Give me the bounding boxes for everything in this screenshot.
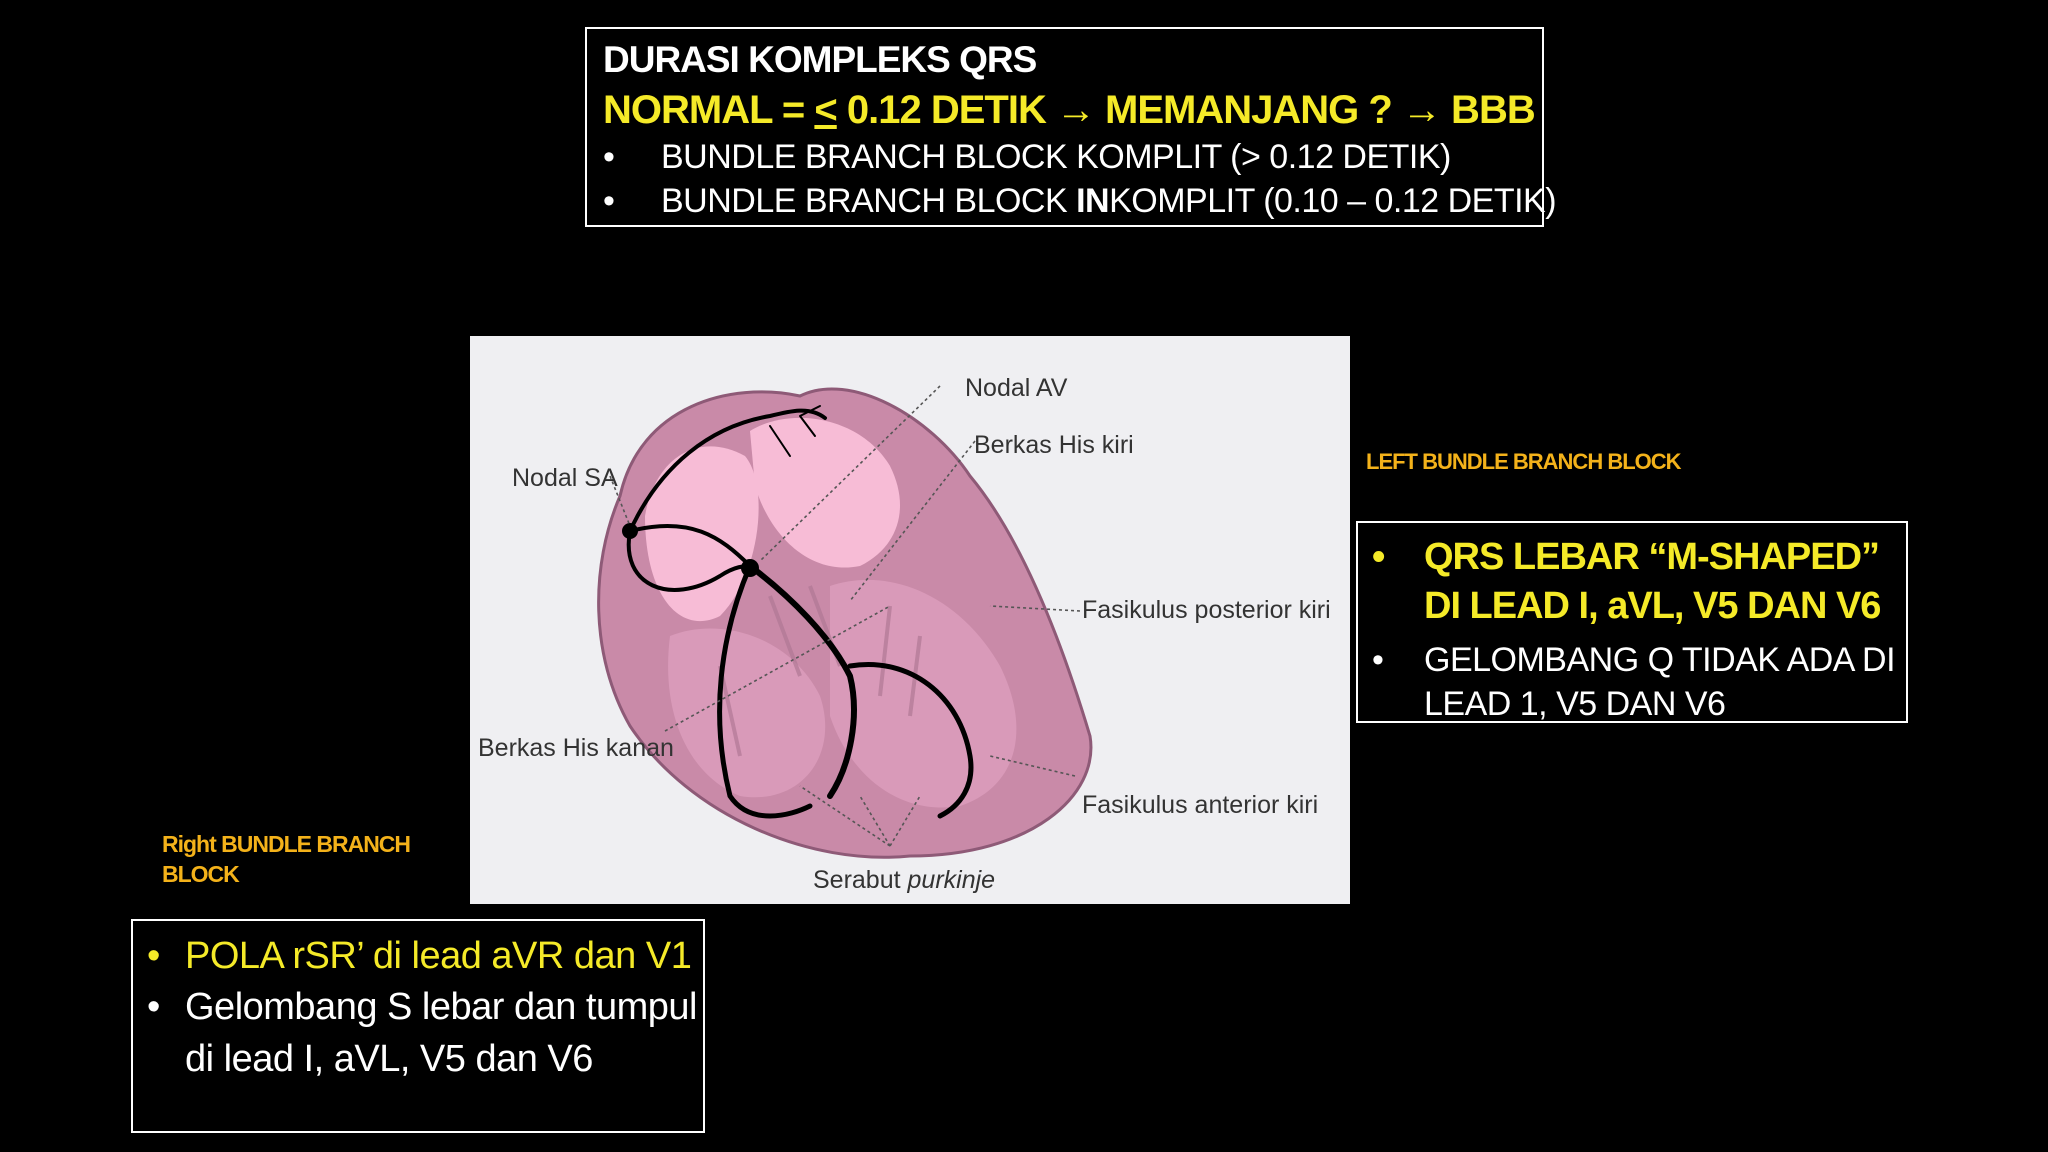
less-equal-symbol: < [814, 88, 837, 132]
label-serabut: Serabut [813, 866, 908, 894]
label-serabut-purkinje: Serabut purkinje [813, 866, 995, 894]
heart-atrium-left [750, 417, 900, 568]
lbbb-label: LEFT BUNDLE BRANCH BLOCK [1366, 449, 1682, 474]
normal-prefix: NORMAL = [603, 88, 815, 132]
heart-ventricle-right [668, 628, 826, 798]
qrs-duration-title: DURASI KOMPLEKS QRS [603, 39, 1037, 80]
bbb-inkomplit-text-a: BUNDLE BRANCH BLOCK [661, 182, 1077, 220]
label-fasikulus-posterior: Fasikulus posterior kiri [1082, 596, 1331, 624]
rbbb-bullet-2: • Gelombang S lebar dan tumpul di lead I… [147, 982, 705, 1085]
normal-duration-line: NORMAL = < 0.12 DETIK → MEMANJANG ? → BB… [603, 90, 1542, 130]
label-purkinje: purkinje [907, 866, 996, 894]
bbb-inkomplit-text-c: KOMPLIT (0.10 – 0.12 DETIK) [1109, 182, 1557, 220]
normal-rest: 0.12 DETIK → MEMANJANG ? → BBB [836, 88, 1536, 132]
lbbb-bullet-1-text: QRS LEBAR “M-SHAPED” DI LEAD I, aVL, V5 … [1424, 536, 1881, 628]
rbbb-box: • POLA rSR’ di lead aVR dan V1 • Gelomba… [131, 919, 705, 1133]
bbb-komplit-text: BUNDLE BRANCH BLOCK KOMPLIT (> 0.12 DETI… [661, 138, 1451, 176]
bullet-icon: • [1372, 536, 1385, 578]
heart-conduction-svg: Nodal AV Berkas His kiri Nodal SA Fasiku… [478, 374, 1331, 894]
heart-conduction-diagram: Nodal AV Berkas His kiri Nodal SA Fasiku… [470, 336, 1350, 904]
bbb-komplit-item: • BUNDLE BRANCH BLOCK KOMPLIT (> 0.12 DE… [603, 140, 1542, 174]
bbb-inkomplit-item: • BUNDLE BRANCH BLOCK INKOMPLIT (0.10 – … [603, 182, 1557, 220]
lbbb-bullet-1: • QRS LEBAR “M-SHAPED” DI LEAD I, aVL, V… [1372, 533, 1906, 632]
bullet-icon: • [147, 935, 160, 977]
rbbb-bullet-1-text: POLA rSR’ di lead aVR dan V1 [185, 935, 692, 977]
lbbb-box: • QRS LEBAR “M-SHAPED” DI LEAD I, aVL, V… [1356, 521, 1908, 723]
bbb-inkomplit-text-b: IN [1076, 182, 1110, 220]
bullet-icon: • [603, 138, 615, 176]
lbbb-bullet-2-text: GELOMBANG Q TIDAK ADA DI LEAD 1, V5 DAN … [1424, 640, 1896, 723]
qrs-duration-box: DURASI KOMPLEKS QRS NORMAL = < 0.12 DETI… [585, 27, 1557, 227]
bullet-icon: • [603, 182, 615, 220]
rbbb-label: Right BUNDLE BRANCH BLOCK [162, 831, 411, 887]
bullet-icon: • [147, 986, 160, 1029]
label-nodal-sa: Nodal SA [512, 464, 618, 492]
label-berkas-his-kiri: Berkas His kiri [974, 431, 1134, 459]
rbbb-bullet-2-text: Gelombang S lebar dan tumpul di lead I, … [185, 986, 698, 1080]
label-fasikulus-anterior: Fasikulus anterior kiri [1082, 791, 1318, 819]
bullet-icon: • [1372, 640, 1384, 679]
rbbb-bullet-1: • POLA rSR’ di lead aVR dan V1 [147, 931, 703, 982]
label-nodal-av: Nodal AV [965, 374, 1068, 402]
label-berkas-his-kanan: Berkas His kanan [478, 734, 674, 762]
lbbb-bullet-2: • GELOMBANG Q TIDAK ADA DI LEAD 1, V5 DA… [1372, 638, 1906, 726]
